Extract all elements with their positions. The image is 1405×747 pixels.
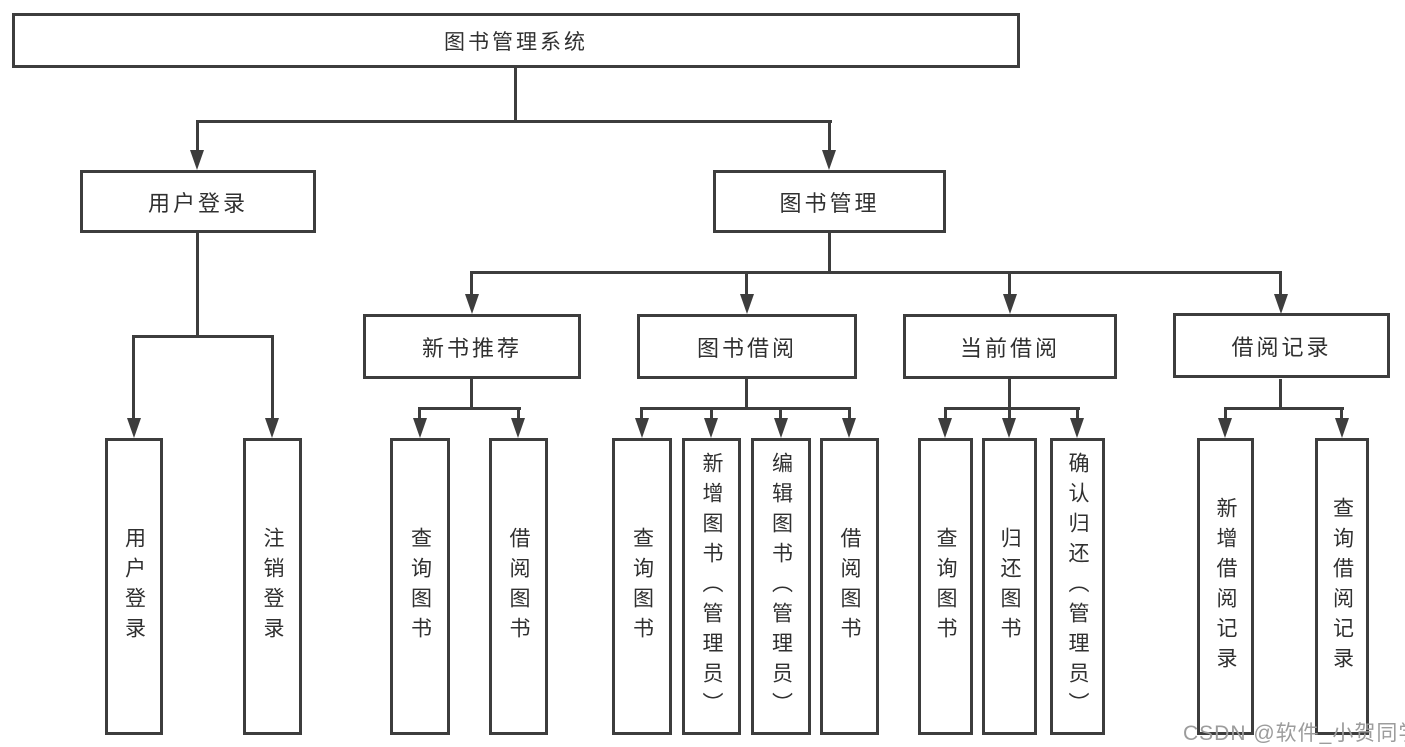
connector-leaf-drop [418, 407, 421, 420]
arrow-down-icon [635, 418, 649, 438]
leaf-query-books-borrow: 查询图书 [612, 438, 672, 735]
connector-root-stub [514, 68, 517, 123]
connector-leaf-drop [779, 407, 782, 420]
node-new-book-rec: 新书推荐 [363, 314, 581, 379]
leaf-edit-books-admin: 编辑图书（管理员） [751, 438, 811, 735]
connector-leaf-drop [1224, 407, 1227, 420]
connector-l4-hline [640, 407, 851, 410]
connector-user-hline [132, 335, 274, 338]
arrow-down-icon [740, 294, 754, 314]
connector-leaf-drop [1076, 407, 1079, 420]
node-user-login: 用户登录 [80, 170, 316, 233]
node-book-borrow: 图书借阅 [637, 314, 857, 379]
node-root: 图书管理系统 [12, 13, 1020, 68]
connector-book-mgmt-drop [828, 120, 831, 153]
connector-user-login-drop [196, 120, 199, 153]
arrow-down-icon [842, 418, 856, 438]
connector-mgmt-stub [828, 233, 831, 274]
leaf-borrow-books: 借阅图书 [820, 438, 879, 735]
connector-leaf-drop [271, 335, 274, 420]
leaf-query-books-current: 查询图书 [918, 438, 973, 735]
arrow-down-icon [1218, 418, 1232, 438]
node-book-mgmt: 图书管理 [713, 170, 946, 233]
connector-l3-drop [745, 271, 748, 296]
arrow-down-icon [190, 150, 204, 170]
arrow-down-icon [1335, 418, 1349, 438]
leaf-query-borrow-record: 查询借阅记录 [1315, 438, 1369, 735]
connector-leaf-drop [848, 407, 851, 420]
leaf-confirm-return-admin: 确认归还（管理员） [1050, 438, 1105, 735]
leaf-user-login: 用户登录 [105, 438, 163, 735]
connector-user-stub [196, 233, 199, 338]
leaf-logout: 注销登录 [243, 438, 302, 735]
leaf-add-borrow-record: 新增借阅记录 [1197, 438, 1254, 735]
connector-l3-drop [1279, 271, 1282, 296]
leaf-query-books-rec: 查询图书 [390, 438, 450, 735]
arrow-down-icon [938, 418, 952, 438]
arrow-down-icon [1002, 418, 1016, 438]
connector-l2-hline [196, 120, 832, 123]
node-current-borrow: 当前借阅 [903, 314, 1117, 379]
connector-leaf-drop [1008, 407, 1011, 420]
arrow-down-icon [413, 418, 427, 438]
node-borrow-records: 借阅记录 [1173, 313, 1390, 378]
arrow-down-icon [774, 418, 788, 438]
leaf-borrow-books-rec: 借阅图书 [489, 438, 548, 735]
arrow-down-icon [465, 294, 479, 314]
connector-l4-stub [1008, 379, 1011, 410]
connector-l4-hline [944, 407, 1080, 410]
connector-leaf-drop [944, 407, 947, 420]
arrow-down-icon [511, 418, 525, 438]
connector-l3-hline [470, 271, 1282, 274]
arrow-down-icon [1003, 294, 1017, 314]
connector-l4-stub [745, 379, 748, 410]
arrow-down-icon [1274, 294, 1288, 314]
connector-l4-hline [1224, 407, 1344, 410]
csdn-watermark: CSDN @软件_小贺同学 [1183, 722, 1405, 745]
connector-leaf-drop [517, 407, 520, 420]
connector-leaf-drop [640, 407, 643, 420]
connector-l4-stub [1279, 379, 1282, 410]
arrow-down-icon [704, 418, 718, 438]
arrow-down-icon [265, 418, 279, 438]
leaf-add-books-admin: 新增图书（管理员） [682, 438, 741, 735]
leaf-return-books: 归还图书 [982, 438, 1037, 735]
arrow-down-icon [127, 418, 141, 438]
connector-leaf-drop [1340, 407, 1343, 420]
connector-l3-drop [470, 271, 473, 296]
connector-l3-drop [1008, 271, 1011, 296]
arrow-down-icon [822, 150, 836, 170]
connector-leaf-drop [710, 407, 713, 420]
arrow-down-icon [1070, 418, 1084, 438]
connector-l4-hline [418, 407, 521, 410]
connector-l4-stub [470, 379, 473, 410]
connector-leaf-drop [132, 335, 135, 420]
